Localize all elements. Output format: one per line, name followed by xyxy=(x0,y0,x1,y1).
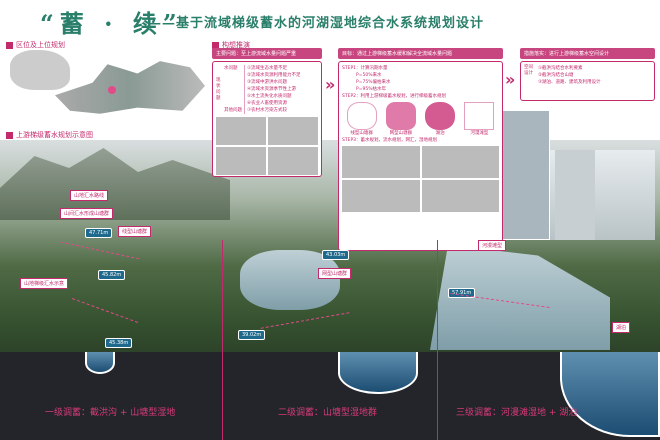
diagram-label: 网型山塘群 xyxy=(389,131,413,136)
panel2: STEP1：计算汛期水量 P=50%来水 P=75%偏枯来水 P=95%枯水年 … xyxy=(338,61,503,251)
step1-item: P=50%来水 xyxy=(356,73,382,78)
section-concept-label: 构想推演 xyxy=(222,41,250,49)
plan-map xyxy=(342,146,420,178)
divider xyxy=(222,240,223,440)
site-marker-icon xyxy=(108,86,116,94)
diagram-label: 湖泊 xyxy=(435,131,445,136)
step1-label: STEP1：计算汛期水量 xyxy=(342,66,388,71)
water-bowl xyxy=(338,352,418,394)
level2-label: 二级调蓄：山塘型湿地群 xyxy=(278,408,378,418)
elevation-tag: 43.03m xyxy=(322,250,350,260)
panel1: 现状问题 水问题 其他问题 ①流域生态水量不足 ②流域水资源利用能力不足 ③流域… xyxy=(212,61,322,177)
scene-label: 山地梯级汇水示意 xyxy=(20,278,69,289)
scene-label: 山间汇水形成山塘群 xyxy=(60,208,114,219)
title-subtitle: ——基于流域梯级蓄水的河湖湿地综合水系统规划设计 xyxy=(148,16,485,31)
measure-item: ②截洪沟结合山塘 xyxy=(538,73,574,78)
diagram-label: 河漫滩型 xyxy=(470,131,489,136)
problem-item: ②流域水资源利用能力不足 xyxy=(247,73,301,78)
branch-other-problem: 其他问题 xyxy=(224,108,242,113)
pond-water xyxy=(240,250,340,310)
problem-item: ③流域中游洪水问题 xyxy=(247,80,288,85)
elevation-tag: 47.71m xyxy=(85,228,113,238)
scene-label: 河漫滩型 xyxy=(478,240,507,251)
line-pond-diagram xyxy=(346,102,377,130)
divider xyxy=(437,240,438,440)
china-map xyxy=(10,50,70,90)
panel1-root: 现状问题 xyxy=(216,77,221,101)
region-map xyxy=(55,61,205,114)
floodplain-diagram xyxy=(464,102,495,130)
plan-map xyxy=(421,180,499,212)
scene-label: 网型山塘群 xyxy=(318,268,352,279)
section-marker-icon xyxy=(6,41,13,49)
scene-label: 线型山塘群 xyxy=(118,226,152,237)
elevation-tag: 45.38m xyxy=(105,338,133,348)
measure-item: ③湖泊、道路、建筑及利用设计 xyxy=(538,80,601,85)
plan-map xyxy=(342,180,420,212)
section-location: 区位及上位规划 xyxy=(6,40,65,50)
elevation-tag: 45.82m xyxy=(98,270,126,280)
step1-item: P=75%偏枯来水 xyxy=(356,80,391,85)
water-bowl xyxy=(85,352,115,374)
step2-label: STEP2：利用上游梯级蓄水规划，进行梯级蓄水规划 xyxy=(342,94,447,99)
section-upstream-label: 上游梯级蓄水规划示意图 xyxy=(16,131,93,139)
level3-label: 三级调蓄：河漫滩湿地 + 湖泊 xyxy=(456,408,578,418)
problem-item: ④流域水资源季节性上游 xyxy=(247,87,297,92)
scene-label: 湖泊 xyxy=(612,322,631,333)
scene-label: 山地汇水路线 xyxy=(70,190,109,201)
double-chevron-icon: » xyxy=(325,75,336,94)
panel3: 空间设计 ①截洪沟结合水利要素 ②截洪沟结合山塘 ③湖泊、道路、建筑及利用设计 xyxy=(520,61,655,101)
section-upstream: 上游梯级蓄水规划示意图 xyxy=(6,130,93,140)
double-chevron-icon: » xyxy=(505,70,516,89)
step1-item: P=95%枯水年 xyxy=(356,87,386,92)
net-pond-diagram xyxy=(385,102,416,130)
plan-map xyxy=(421,146,499,178)
lake-diagram xyxy=(425,102,456,130)
section-marker-icon xyxy=(6,131,13,139)
problem-item: ⑥农业人畜使用资源 xyxy=(247,101,288,106)
panel2-header: 目标：通过上游梯级蓄水缓和解决全流域水量问题 xyxy=(338,48,503,59)
section-location-label: 区位及上位规划 xyxy=(16,41,65,49)
step3-label: STEP3：蓄水规划，流水规划，网汇，湿地规划 xyxy=(342,138,438,143)
branch-column: 水问题 其他问题 xyxy=(224,65,245,114)
measure-item: ①截洪沟结合水利要素 xyxy=(538,66,583,71)
problem-photo xyxy=(216,117,266,145)
problem-item: ①流域生态水量不足 xyxy=(247,66,288,71)
section-marker-icon xyxy=(212,41,219,49)
panel1-header: 主要问题：至上游流域水量问题严重 xyxy=(212,48,322,59)
elevation-tag: 39.02m xyxy=(238,330,266,340)
problem-photo xyxy=(268,147,318,175)
problem-photo xyxy=(216,147,266,175)
panel3-header: 措施落实：进行上游梯级蓄水空间设计 xyxy=(520,48,655,59)
level1-label: 一级调蓄：截洪沟 + 山塘型湿地 xyxy=(45,408,176,418)
problem-item: ⑤水土流失化水质问题 xyxy=(247,94,292,99)
title-main: “蓄 · 续” xyxy=(40,9,183,38)
elevation-tag: 57.91m xyxy=(448,288,476,298)
panel3-root: 空间设计 xyxy=(524,65,533,76)
diagram-label: 线型山塘群 xyxy=(350,131,373,136)
section-concept: 构想推演 xyxy=(212,40,250,50)
branch-water-problem: 水问题 xyxy=(224,66,238,71)
problem-item: ⑦农村水污染方式较 xyxy=(247,108,288,113)
problem-photo xyxy=(268,117,318,145)
